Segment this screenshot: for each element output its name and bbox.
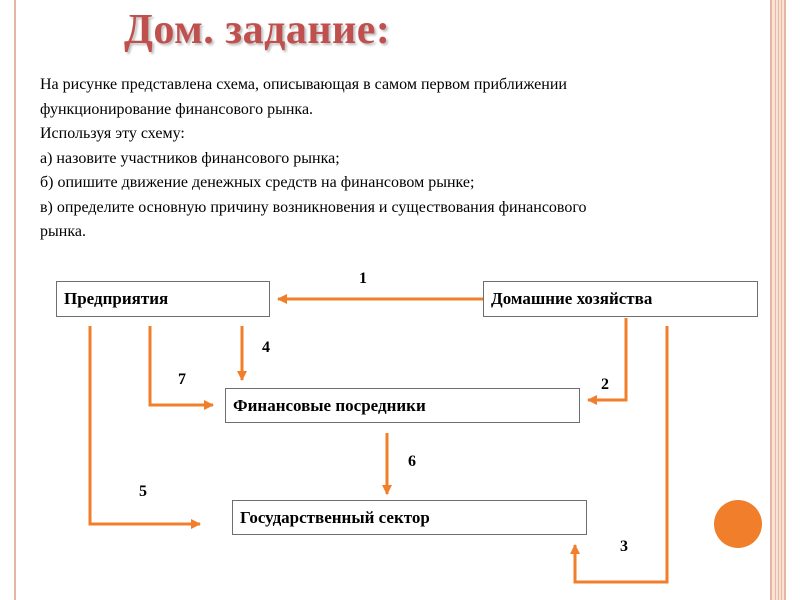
slide-frame-right: [770, 0, 786, 600]
task-line: функционирование финансового рынка.: [40, 100, 314, 118]
arrow-2: [587, 318, 628, 405]
arrow-3: [570, 326, 669, 584]
node-intermediaries: Финансовые посредники: [225, 388, 580, 423]
node-government: Государственный сектор: [232, 500, 587, 535]
arrow-7: [148, 326, 214, 410]
edge-label-7: 7: [178, 371, 186, 388]
edge-label-2: 2: [601, 376, 609, 393]
edge-label-1: 1: [359, 270, 367, 287]
decorative-circle: [714, 500, 762, 548]
task-line: б) опишите движение денежных средств на …: [40, 174, 475, 191]
task-text: На рисунке представлена схема, описывающ…: [40, 73, 740, 245]
task-line: а) назовите участников финансового рынка…: [40, 149, 340, 167]
edge-label-3: 3: [620, 538, 628, 555]
slide-title: Дом. задание:: [124, 7, 391, 53]
task-line: Используя эту схему:: [40, 125, 185, 142]
task-line: рынка.: [40, 223, 86, 240]
task-line: в) определите основную причину возникнов…: [40, 198, 587, 216]
edge-label-4: 4: [262, 339, 270, 356]
slide-frame-left: [14, 0, 16, 600]
node-enterprises: Предприятия: [56, 281, 270, 317]
task-line: На рисунке представлена схема, описывающ…: [40, 76, 567, 93]
edge-label-6: 6: [408, 453, 416, 470]
node-households: Домашние хозяйства: [483, 281, 758, 317]
arrow-5: [88, 326, 201, 529]
edge-label-5: 5: [139, 483, 147, 500]
